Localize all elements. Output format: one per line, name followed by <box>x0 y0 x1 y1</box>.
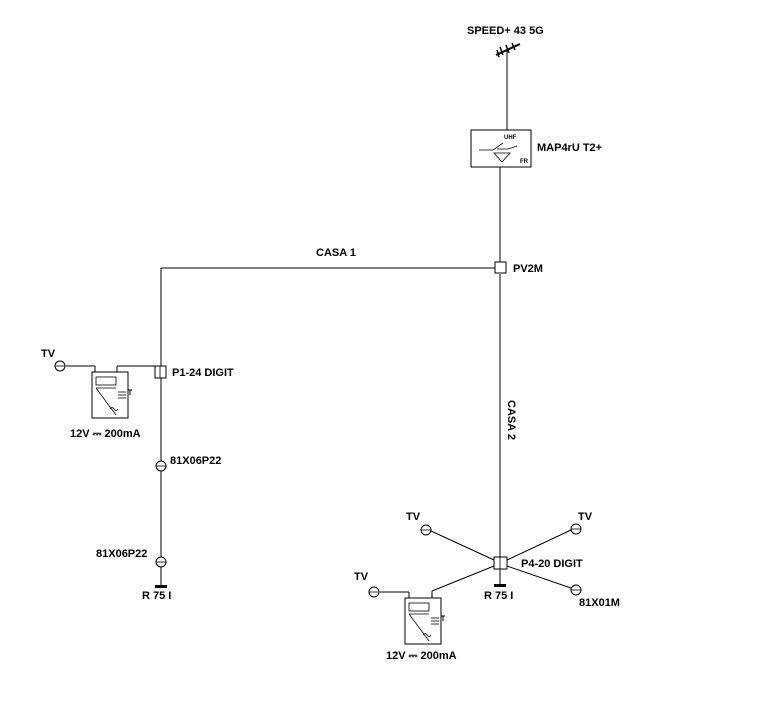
casa2-label: CASA 2 <box>505 400 517 440</box>
tv-right-a-label: TV <box>406 511 421 523</box>
outlet-right-label: 81X01M <box>579 597 620 609</box>
tap-left-label: P1-24 DIGIT <box>172 367 234 379</box>
tv-right-c-label: TV <box>354 571 369 583</box>
tap-left-box <box>154 365 167 379</box>
tv-outlet-right-c-icon <box>368 586 380 598</box>
terminator-left-icon <box>155 585 167 588</box>
splitter-label: PV2M <box>513 263 543 275</box>
terminator-left-label: R 75 I <box>142 590 171 602</box>
amplifier-fr-label: FR <box>520 159 529 165</box>
power-supply-left-label: 12V ⎓ 200mA <box>70 428 141 440</box>
splitter-box <box>494 261 507 274</box>
casa1-label: CASA 1 <box>316 247 356 259</box>
power-supply-left-icon <box>91 365 155 419</box>
tap-right-box <box>493 556 508 570</box>
amplifier-band-label: UHF <box>504 135 517 141</box>
tap-right-label: P4-20 DIGIT <box>521 558 583 570</box>
outlet-2-icon <box>155 556 167 568</box>
tv-right-b-label: TV <box>578 511 593 523</box>
outlet-right-icon <box>506 565 582 596</box>
antenna-label: SPEED+ 43 5G <box>467 25 544 37</box>
tv-left-label: TV <box>41 348 56 360</box>
tv-outlet-left-icon <box>54 360 96 372</box>
amplifier-box <box>470 129 532 168</box>
power-supply-right-icon <box>380 565 495 645</box>
amplifier-label: MAP4rU T2+ <box>537 142 602 154</box>
outlet-2-label: 81X06P22 <box>96 548 147 560</box>
power-supply-right-label: 12V ⎓ 200mA <box>386 650 457 662</box>
antenna-icon <box>495 42 521 130</box>
tv-outlet-right-b-icon <box>506 523 582 561</box>
outlet-1-label: 81X06P22 <box>170 455 221 467</box>
outlet-1-icon <box>155 460 167 472</box>
terminator-right-icon <box>494 584 506 587</box>
tv-outlet-right-a-icon <box>420 524 495 561</box>
terminator-right-label: R 75 I <box>484 590 513 602</box>
